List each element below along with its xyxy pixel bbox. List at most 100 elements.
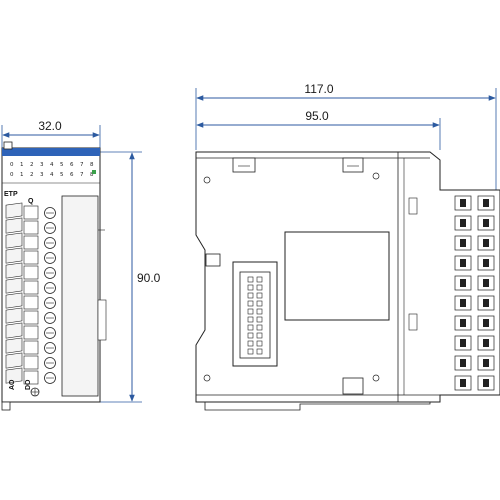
terminal-screw-left	[460, 359, 466, 367]
svg-text:2: 2	[30, 172, 34, 178]
svg-text:7: 7	[80, 172, 84, 178]
ribbon-pin	[256, 332, 263, 339]
terminal-label-tag	[23, 250, 39, 265]
ribbon-pin	[247, 308, 254, 315]
ribbon-pin	[256, 324, 263, 331]
terminal-label-key	[5, 277, 23, 294]
svg-text:6: 6	[70, 172, 74, 178]
screw-hole-tl	[203, 176, 211, 184]
label-q: Q	[28, 198, 34, 205]
svg-text:5: 5	[60, 172, 64, 178]
ribbon-pin	[256, 340, 263, 347]
terminal-screw-left	[460, 219, 466, 227]
led-number-row-1: 0 1 2 3 4 5 6 7 8	[10, 162, 94, 168]
top-clip	[3, 141, 13, 150]
svg-text:2: 2	[30, 162, 34, 168]
ribbon-pin	[247, 276, 254, 283]
terminal-screw-left	[460, 239, 466, 247]
front-view: 117.0 95.0	[195, 82, 500, 411]
blue-top-strip	[2, 148, 100, 156]
terminal-label-key	[5, 307, 23, 324]
terminal-screw-left	[460, 379, 466, 387]
ribbon-pin	[256, 316, 263, 323]
terminal-screw-right	[483, 239, 489, 247]
terminal-label-tag	[23, 235, 39, 250]
side-connector-panel	[61, 195, 99, 397]
svg-text:3: 3	[40, 172, 44, 178]
terminal-label-key	[5, 367, 23, 384]
terminal-screw-left	[460, 299, 466, 307]
terminal-screw-left	[460, 259, 466, 267]
din-rail-foot	[204, 402, 431, 411]
terminal-label-key	[5, 217, 23, 234]
ribbon-pin	[247, 324, 254, 331]
front-overall-label: 117.0	[304, 82, 333, 96]
svg-text:4: 4	[50, 162, 54, 168]
ribbon-pin	[256, 292, 263, 299]
terminal-label-key	[5, 247, 23, 264]
side-connector-tab	[97, 299, 107, 341]
ribbon-pin	[247, 348, 254, 355]
bottom-clip	[1, 401, 11, 411]
right-slot-2	[408, 313, 418, 331]
svg-text:8: 8	[90, 162, 94, 168]
top-slot-2	[342, 157, 364, 173]
screw-column	[44, 207, 56, 384]
ribbon-pin	[247, 284, 254, 291]
ribbon-pin	[247, 300, 254, 307]
terminal-screw-right	[483, 279, 489, 287]
terminal-screw-right	[483, 259, 489, 267]
svg-text:1: 1	[20, 172, 24, 178]
terminal-block	[454, 195, 495, 391]
terminal-screw-right	[483, 339, 489, 347]
side-latch	[205, 253, 221, 267]
ribbon-pin	[247, 332, 254, 339]
svg-text:4: 4	[50, 172, 54, 178]
ribbon-pin	[256, 284, 263, 291]
ribbon-pin	[256, 300, 263, 307]
front-body-label: 95.0	[305, 109, 329, 123]
terminal-label-tag	[23, 295, 39, 310]
led-number-row-2: 0 1 2 3 4 5 6 7 8	[10, 172, 94, 178]
terminal-screw-left	[460, 319, 466, 327]
label-do: DO	[25, 379, 32, 390]
terminal-screw-left	[460, 279, 466, 287]
terminal-label-key	[5, 292, 23, 309]
ribbon-pin	[256, 276, 263, 283]
terminal-screw-left	[460, 339, 466, 347]
terminal-label-tag	[23, 265, 39, 280]
svg-text:8: 8	[90, 172, 94, 178]
ribbon-pin	[256, 308, 263, 315]
terminal-label-tag	[23, 205, 39, 220]
bottom-slot	[342, 377, 364, 395]
terminal-label-key	[5, 337, 23, 354]
ribbon-pin	[247, 316, 254, 323]
right-slot-1	[408, 197, 418, 215]
terminal-label-tag	[23, 310, 39, 325]
terminal-label-key	[5, 352, 23, 369]
terminal-screw-left	[460, 199, 466, 207]
ribbon-connector-inner	[239, 271, 271, 359]
screw-hole-bl	[203, 374, 211, 382]
terminal-screw-right	[483, 379, 489, 387]
ribbon-pins	[247, 276, 263, 355]
terminal-label-key	[5, 202, 23, 219]
terminal-label-key	[5, 232, 23, 249]
top-slot-1	[232, 157, 256, 173]
terminal-label-tag	[23, 220, 39, 235]
screw-hole-tr	[372, 172, 380, 180]
terminal-label-tag	[23, 340, 39, 355]
ribbon-pin	[256, 348, 263, 355]
label-etp: ETP	[4, 191, 18, 198]
svg-text:1: 1	[20, 162, 24, 168]
terminal-label-key	[5, 262, 23, 279]
label-ao: AO	[9, 379, 16, 390]
terminal-label-tag	[23, 370, 39, 385]
ribbon-pin	[247, 340, 254, 347]
side-width-label: 32.0	[38, 119, 62, 133]
label-window	[284, 231, 390, 321]
label-column	[5, 202, 39, 385]
led-indicator-green	[92, 170, 96, 174]
svg-text:0: 0	[10, 172, 14, 178]
